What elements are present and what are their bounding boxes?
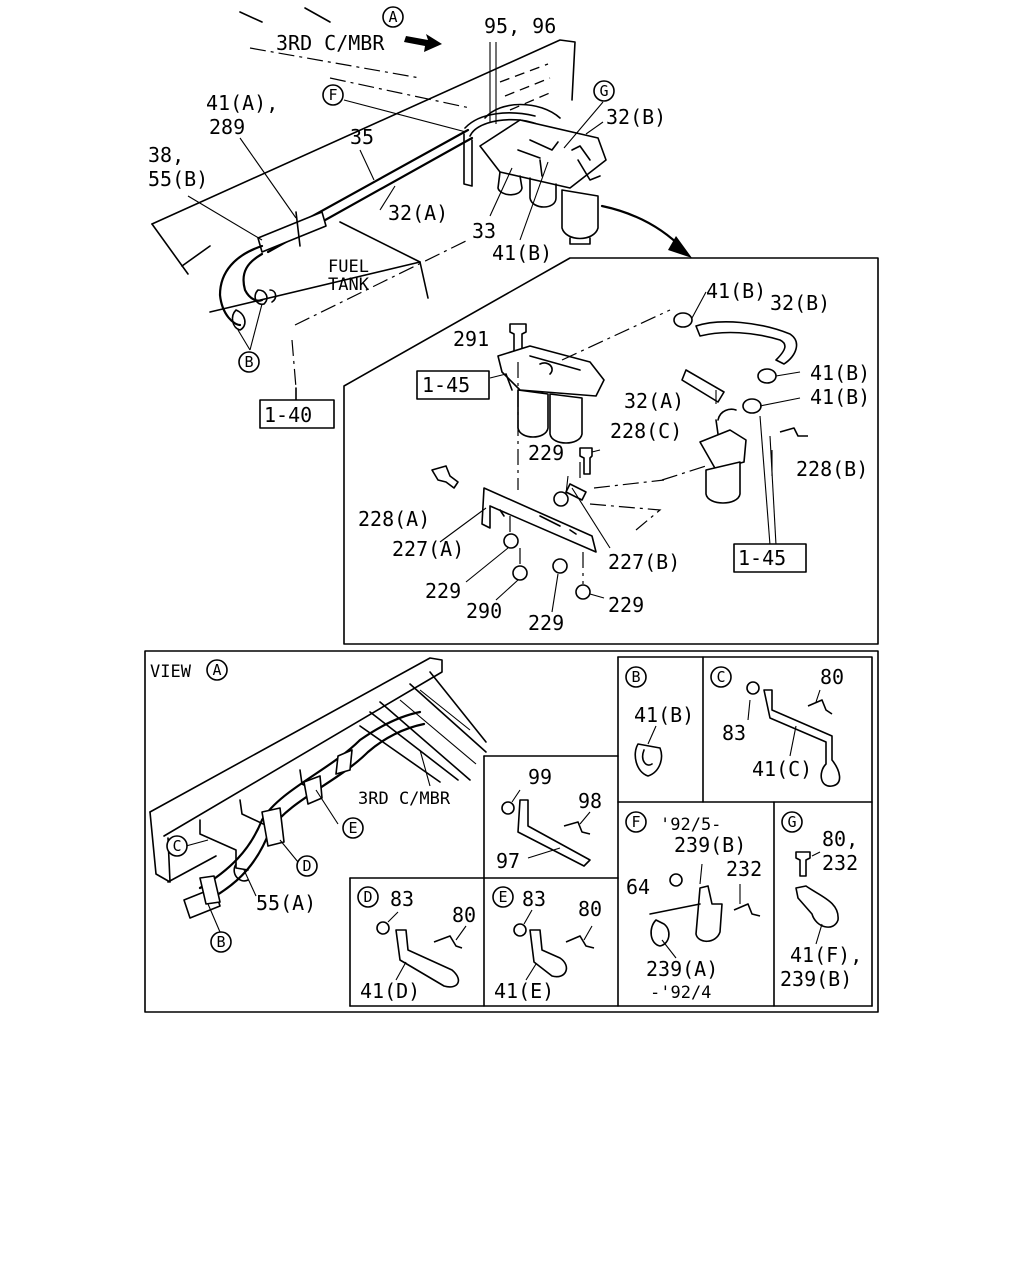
inset-frames — [349, 656, 873, 1007]
inset-e-marker: E — [498, 888, 507, 906]
label-228b: 228(B) — [796, 457, 868, 481]
inset-nut — [501, 789, 591, 867]
label-290: 290 — [466, 599, 502, 623]
label-229-d4: 229 — [608, 593, 644, 617]
inset-c-part: 41(C) — [752, 757, 812, 781]
inset-f — [625, 811, 761, 959]
inset-e-80: 80 — [578, 897, 602, 921]
marker-e-view: E — [348, 819, 357, 837]
label-229-d2: 229 — [425, 579, 461, 603]
inset-f-note2: -'92/4 — [650, 983, 711, 1003]
label-55b: 55(B) — [148, 167, 208, 191]
inset-c-80: 80 — [820, 665, 844, 689]
label-41b-d3: 41(B) — [810, 385, 870, 409]
inset-b — [625, 666, 663, 777]
inset-g-marker: G — [787, 813, 796, 831]
inset-b-part: 41(B) — [634, 703, 694, 727]
view-a-panel — [144, 650, 879, 1013]
label-3rd-cmbr-view: 3RD C/MBR — [358, 789, 451, 809]
inset-d-83: 83 — [390, 887, 414, 911]
detail-panel — [343, 257, 879, 645]
inset-f-64: 64 — [626, 875, 650, 899]
label-95-96: 95, 96 — [484, 14, 556, 38]
label-41b-top: 41(B) — [492, 241, 552, 265]
label-32a-top: 32(A) — [388, 201, 448, 225]
label-229-d1: 229 — [528, 441, 564, 465]
view-a-title: VIEW — [150, 662, 192, 682]
marker-d-view: D — [302, 857, 311, 875]
inset-nut-98: 98 — [578, 789, 602, 813]
ref-1-45-b: 1-45 — [738, 546, 786, 570]
top-assembly — [151, 6, 692, 429]
inset-c-83: 83 — [722, 721, 746, 745]
inset-b-marker: B — [631, 668, 640, 686]
label-55a: 55(A) — [256, 891, 316, 915]
inset-f-note1: '92/5- — [660, 815, 721, 835]
marker-b-top: B — [244, 353, 253, 371]
label-3rd-cmbr-top: 3RD C/MBR — [276, 31, 385, 55]
label-33: 33 — [472, 219, 496, 243]
inset-f-239a: 239(A) — [646, 957, 718, 981]
inset-g-232: 232 — [822, 851, 858, 875]
inset-g — [781, 811, 839, 945]
marker-c-view: C — [172, 837, 181, 855]
label-tank: TANK — [328, 275, 370, 295]
label-32b-top: 32(B) — [606, 105, 666, 129]
inset-d-marker: D — [363, 888, 372, 906]
label-228c: 228(C) — [610, 419, 682, 443]
label-32b-d: 32(B) — [770, 291, 830, 315]
inset-d-80: 80 — [452, 903, 476, 927]
label-32a-d: 32(A) — [624, 389, 684, 413]
label-289: 289 — [209, 115, 245, 139]
inset-d-part: 41(D) — [360, 979, 420, 1003]
ref-1-45-a: 1-45 — [422, 373, 470, 397]
ref-1-40: 1-40 — [264, 403, 312, 427]
inset-e — [492, 886, 595, 981]
marker-f-top: F — [328, 86, 337, 104]
inset-nut-99: 99 — [528, 765, 552, 789]
inset-e-part: 41(E) — [494, 979, 554, 1003]
inset-nut-97: 97 — [496, 849, 520, 873]
label-41b-d1: 41(B) — [706, 279, 766, 303]
inset-c — [710, 666, 841, 787]
marker-g-top: G — [599, 82, 608, 100]
label-41a: 41(A), — [206, 91, 278, 115]
inset-g-part1: 41(F), — [790, 943, 862, 967]
marker-b-view: B — [216, 933, 225, 951]
label-228a: 228(A) — [358, 507, 430, 531]
marker-a-view: A — [212, 661, 221, 679]
inset-f-239b: 239(B) — [674, 833, 746, 857]
inset-g-80: 80, — [822, 827, 858, 851]
label-229-d3: 229 — [528, 611, 564, 635]
inset-e-83: 83 — [522, 887, 546, 911]
label-41b-d2: 41(B) — [810, 361, 870, 385]
label-227a: 227(A) — [392, 537, 464, 561]
inset-g-part2: 239(B) — [780, 967, 852, 991]
label-fuel: FUEL — [328, 257, 369, 277]
label-227b: 227(B) — [608, 550, 680, 574]
label-291: 291 — [453, 327, 489, 351]
inset-f-232: 232 — [726, 857, 762, 881]
marker-a-top: A — [388, 8, 397, 26]
label-38: 38, — [148, 143, 184, 167]
inset-f-marker: F — [631, 813, 640, 831]
inset-c-marker: C — [716, 668, 725, 686]
inset-d — [357, 886, 467, 988]
label-35: 35 — [350, 125, 374, 149]
